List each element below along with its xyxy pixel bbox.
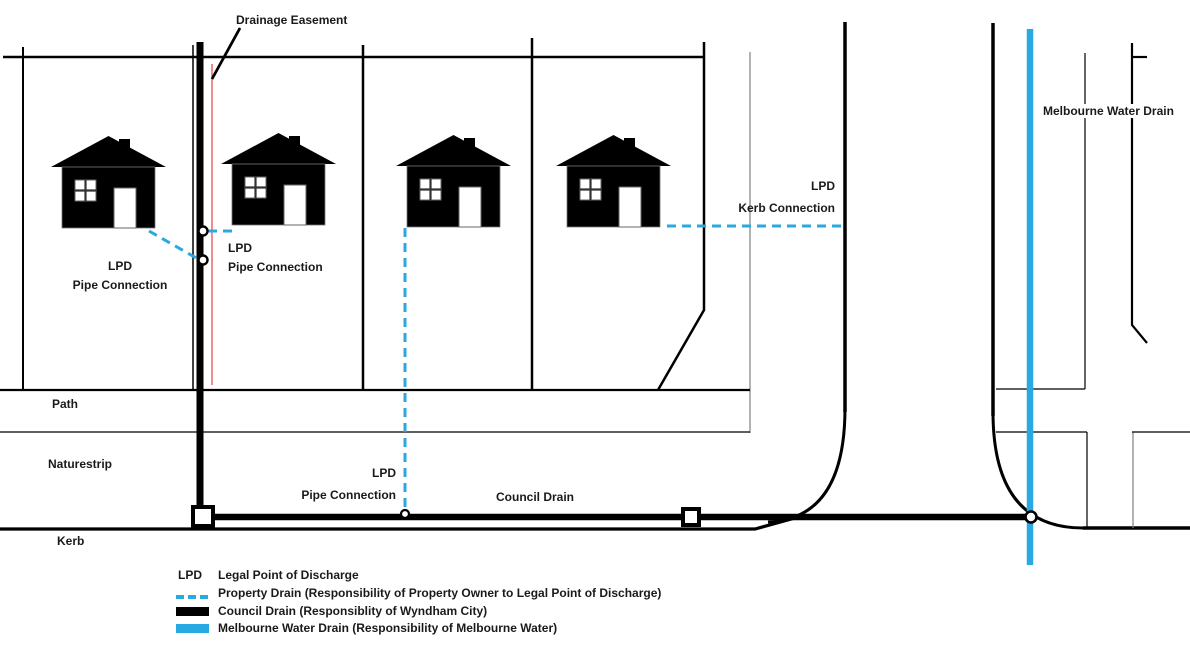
- label-lpd-pipe-connection-house3: LPD Pipe Connection: [250, 462, 396, 506]
- drainage-easement-leader-line: [210, 27, 242, 80]
- label-path: Path: [52, 397, 79, 411]
- house-icon: [49, 134, 168, 230]
- label-lpd-pipe-connection-house2: LPD Pipe Connection: [228, 239, 323, 277]
- legend-text-council-drain: Council Drain (Responsiblity of Wyndham …: [218, 604, 488, 618]
- label-lpd-pipe-connection-house1: LPD Pipe Connection: [45, 257, 195, 295]
- road-reserve-right-boundary: [1130, 43, 1148, 344]
- label-kerb-connection: Kerb Connection: [738, 201, 835, 215]
- kerb-curve-right: [991, 411, 1084, 530]
- legend-swatch-property-drain: [176, 595, 208, 599]
- house-icon: [219, 131, 338, 227]
- council-drain-outfall-point: [1024, 510, 1038, 524]
- label-council-drain: Council Drain: [496, 490, 575, 504]
- lpd-point-house2: [197, 225, 209, 237]
- kerb-line: [0, 516, 796, 531]
- label-pipe-connection: Pipe Connection: [72, 278, 168, 292]
- label-drainage-easement: Drainage Easement: [236, 13, 348, 27]
- label-lpd-kerb-connection: LPD Kerb Connection: [655, 175, 835, 219]
- kerb-curve-left: [767, 407, 847, 524]
- label-melbourne-water-drain: Melbourne Water Drain: [1040, 104, 1177, 118]
- legend-swatch-melbourne-water-drain: [176, 624, 209, 633]
- label-lpd: LPD: [372, 466, 396, 480]
- label-pipe-connection: Pipe Connection: [301, 488, 396, 502]
- junction-pit-1: [191, 505, 215, 528]
- label-kerb: Kerb: [57, 534, 85, 548]
- lpd-point-house3: [399, 508, 411, 520]
- label-naturestrip: Naturestrip: [48, 457, 113, 471]
- legend-text-lpd: Legal Point of Discharge: [218, 568, 359, 582]
- property-drain-house1: [148, 229, 199, 261]
- lpd-point-house1: [197, 254, 209, 266]
- road-reserve-left-boundary: [656, 42, 706, 391]
- house-icon: [394, 133, 513, 229]
- legend-text-property-drain: Property Drain (Responsibility of Proper…: [218, 586, 662, 600]
- house-icon: [554, 133, 673, 229]
- legend-text-melbourne-water-drain: Melbourne Water Drain (Responsibility of…: [218, 621, 558, 635]
- label-lpd: LPD: [228, 241, 252, 255]
- legend-swatch-council-drain: [176, 607, 209, 616]
- legend-key-lpd: LPD: [178, 568, 202, 582]
- label-lpd: LPD: [811, 179, 835, 193]
- junction-pit-2: [681, 507, 701, 527]
- label-pipe-connection: Pipe Connection: [228, 260, 323, 274]
- label-lpd: LPD: [108, 259, 132, 273]
